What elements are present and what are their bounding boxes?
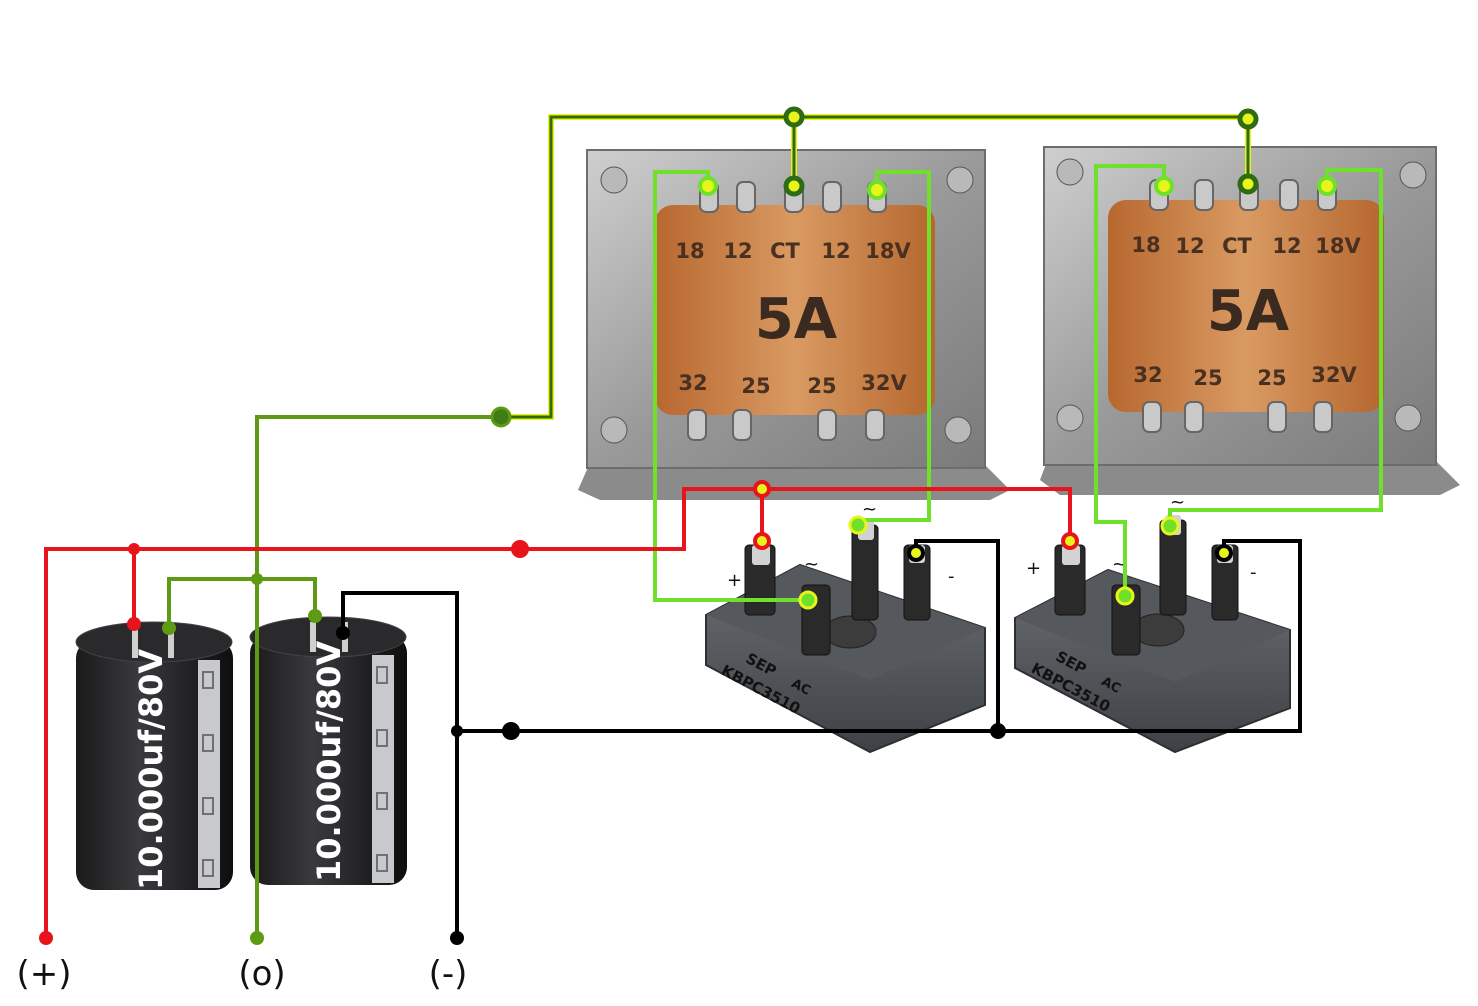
capacitor-top xyxy=(75,621,233,663)
capacitor-top xyxy=(249,616,407,658)
ac-label: ~ xyxy=(862,499,877,520)
minus-label: - xyxy=(948,566,955,587)
tap-label: 25 xyxy=(1193,366,1222,390)
minus-label: - xyxy=(1250,562,1257,583)
bolt-icon xyxy=(944,416,972,444)
tap-label: CT xyxy=(770,239,800,263)
bolt-icon xyxy=(946,166,974,194)
tap-label: CT xyxy=(1222,234,1252,258)
bridge-rectifier-2: + - ~ ~ SEP KBPC3510 AC xyxy=(1014,492,1291,754)
polarity-stripe xyxy=(372,655,394,883)
bottom-solder-tabs xyxy=(687,409,885,441)
mounting-bracket xyxy=(1040,440,1460,495)
tap-label: 12 xyxy=(723,239,752,263)
transformer-1: 18 12 CT 12 18V 32 25 25 32V 5A xyxy=(578,149,1010,500)
capacitor-lead xyxy=(310,622,316,652)
plus-label: + xyxy=(1026,558,1041,579)
center-tap-wire xyxy=(501,114,1251,420)
ground-wire xyxy=(167,415,501,938)
transformer-2: 18 12 CT 12 18V 32 25 25 32V 5A xyxy=(1040,146,1460,495)
tap-label: 18 xyxy=(675,239,704,263)
ac-label: ~ xyxy=(1170,492,1185,513)
capacitor-lead xyxy=(168,628,174,658)
tap-label: 12 xyxy=(1272,234,1301,258)
capacitor-1: 10.000uf/80V xyxy=(75,621,233,890)
tap-label: 32 xyxy=(1133,363,1162,387)
bottom-solder-tabs xyxy=(1142,401,1333,433)
pin-tips xyxy=(752,520,925,565)
current-rating: 5A xyxy=(755,287,838,352)
plus-label: + xyxy=(727,570,742,591)
tap-label: 32 xyxy=(678,371,707,395)
bridge-rectifier-1: + - ~ ~ SEP KBPC3510 AC xyxy=(705,499,986,754)
mounting-bracket xyxy=(578,440,1010,500)
tap-label: 32V xyxy=(861,371,907,395)
tap-label: 18 xyxy=(1131,233,1160,257)
bolt-icon xyxy=(1056,404,1084,432)
transformer-coil xyxy=(655,205,935,415)
bolt-icon xyxy=(1399,161,1427,189)
capacitor-body xyxy=(76,640,233,890)
current-rating: 5A xyxy=(1207,279,1290,344)
bolt-icon xyxy=(1056,158,1084,186)
negative-output-label: (-) xyxy=(429,954,468,994)
ground-output-label: (o) xyxy=(238,954,285,994)
tap-label: 32V xyxy=(1311,363,1357,387)
junction-nodes xyxy=(39,106,1337,945)
transformer-coil xyxy=(1108,200,1384,412)
ac-label: ~ xyxy=(804,554,819,575)
tap-label: 25 xyxy=(741,374,770,398)
capacitor-2: 10.000uf/80V xyxy=(249,616,407,885)
pin-tips xyxy=(1062,515,1233,565)
bolt-icon xyxy=(1394,404,1422,432)
capacitor-value-label: 10.000uf/80V xyxy=(132,649,170,890)
tap-label: 25 xyxy=(807,374,836,398)
capacitor-value-label: 10.000uf/80V xyxy=(310,641,348,882)
tap-label: 25 xyxy=(1257,366,1286,390)
bolt-icon xyxy=(600,416,628,444)
polarity-stripe xyxy=(198,660,220,888)
tap-label: 12 xyxy=(1175,234,1204,258)
tap-label: 12 xyxy=(821,239,850,263)
tap-label: 18V xyxy=(1315,234,1361,258)
capacitor-body xyxy=(250,635,407,885)
positive-output-label: (+) xyxy=(16,954,71,994)
bolt-icon xyxy=(600,166,628,194)
mounting-hole xyxy=(823,615,877,649)
capacitor-lead xyxy=(132,628,138,658)
tap-label: 18V xyxy=(865,239,911,263)
